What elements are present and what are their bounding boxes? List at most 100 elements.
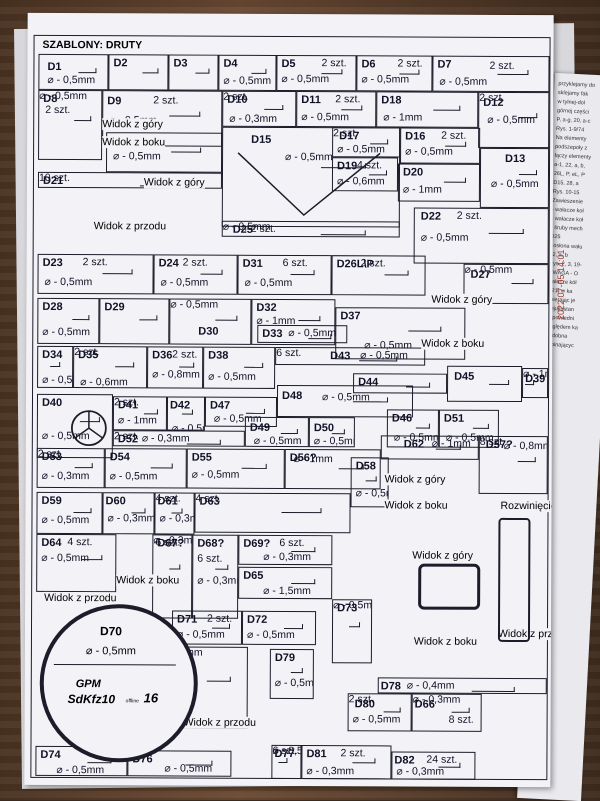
d46-label: D46: [392, 412, 412, 424]
d25-wire-shape: [321, 230, 367, 235]
d79-label: D79: [275, 652, 295, 664]
d66-wire-shape: [451, 708, 470, 713]
d81-label: D81: [306, 748, 326, 760]
d17-wire-shape: [371, 139, 389, 144]
right-page-line: Zawieszenie: [552, 198, 600, 207]
d73-view-front: Widok z przodu: [184, 717, 256, 729]
d41-diameter: ⌀ - 1mm: [118, 415, 157, 427]
d14-diameter: ⌀ - 0,5mm: [113, 151, 161, 163]
d50-wire-shape: [332, 429, 345, 434]
template-d62: D62⌀ - 1mm: [381, 435, 479, 459]
d8-quantity: 2 szt.: [45, 105, 70, 117]
d13-wire-shape: [519, 170, 537, 175]
d51-label: D51: [444, 413, 464, 425]
d43-label: D43: [330, 350, 350, 362]
template-d73: D73⌀ - 0,5mm: [332, 599, 372, 663]
right-page-line: w tylnej-dol: [557, 99, 600, 108]
d68-wire-shape: [215, 565, 228, 570]
d13-view-front: Widok z przodu: [94, 220, 166, 232]
d20-wire-shape: [444, 178, 466, 183]
right-page-line: Rys. 1-9/74: [556, 126, 600, 135]
d54-wire-shape: [151, 463, 173, 468]
d2-wire-shape: [142, 68, 158, 73]
d78-diameter: ⌀ - 0,4mm: [407, 681, 455, 693]
d68-diameter: ⌀ - 0,3mm: [197, 576, 238, 588]
template-d68: D68? 6 szt. ⌀ - 0,3mm: [192, 535, 238, 619]
model-name: SdKfz10: [68, 692, 115, 706]
d26lp-wire-shape: [384, 270, 409, 275]
date-stamp: 2022 07-05 14:01: [556, 249, 566, 320]
d66-quantity: 8 szt.: [449, 715, 474, 727]
d36-label: D36: [152, 349, 172, 361]
d22-diameter: ⌀ - 0,5mm: [421, 233, 469, 245]
d23-wire-shape: [102, 269, 132, 274]
d55-diameter: ⌀ - 0,5mm: [192, 470, 240, 482]
d2-label: D2: [113, 57, 127, 69]
d6-label: D6: [361, 58, 375, 70]
d47-wire-shape: [246, 408, 265, 413]
d63-wire-shape: [281, 508, 321, 513]
right-page-line: sklejamy fak: [558, 90, 600, 99]
template-d69: D69?6 szt.⌀ - 0,3mm: [238, 535, 332, 565]
d46-wire-shape: [416, 424, 430, 429]
model-suffix: offline: [126, 698, 139, 704]
d35-wire-shape: [115, 362, 135, 367]
d35-quantity: 2 szt.: [74, 347, 99, 359]
right-page-line: Podobna: [545, 333, 600, 342]
d37-label: D37: [340, 310, 360, 322]
d22-wire-shape: [489, 228, 524, 233]
d49-diameter: ⌀ - 0,5mm: [254, 436, 302, 447]
d18-diameter: ⌀ - 1mm: [383, 112, 422, 124]
d81-diameter: ⌀ - 0,3mm: [306, 766, 354, 778]
d3-wire-shape: [195, 68, 209, 73]
d18-wire-shape: [433, 105, 460, 110]
d24-diameter: ⌀ - 0,5mm: [160, 277, 208, 289]
d1-label: D1: [47, 61, 61, 73]
template-d65: D65⌀ - 1,5mm: [238, 567, 332, 599]
d79-wire-shape: [291, 668, 303, 673]
d5-wire-shape: [321, 69, 342, 74]
d63-view-side: Widok z boku: [116, 574, 179, 586]
d28-wire-shape: [72, 315, 89, 320]
d11-diameter: ⌀ - 0,5mm: [301, 112, 349, 124]
d68-label: D68?: [197, 538, 224, 550]
d13-label: D13: [505, 153, 525, 165]
d61-view-front: Widok z przodu: [44, 592, 116, 604]
d9-quantity: 2 szt.: [153, 95, 178, 107]
template-d1: D1 ⌀ - 0,5mm: [38, 54, 108, 90]
d28-label: D28: [42, 301, 62, 313]
d53-quantity: 2 szt.: [38, 449, 63, 461]
d1-diameter: ⌀ - 0,5mm: [47, 75, 95, 87]
d16-wire-shape: [445, 141, 466, 146]
d45-wire-shape: [489, 379, 509, 384]
d65-wire-shape: [291, 579, 316, 584]
template-d13: D13 ⌀ - 0,5mm: [480, 148, 549, 208]
d50-diameter: ⌀ - 0,5mm: [314, 436, 355, 447]
right-page-line: 26L, P, eL, P: [554, 171, 600, 180]
d36-diameter: ⌀ - 0,8mm: [152, 369, 200, 381]
d17-quantity: 2 szt.: [333, 128, 358, 140]
d43-quantity: 6 szt.: [276, 348, 301, 360]
right-page-line: napinającyc: [545, 342, 600, 351]
d16-diameter: ⌀ - 0,5mm: [405, 147, 453, 159]
template-d50: D50⌀ - 0,5mm: [309, 417, 355, 447]
d62-wire-shape: [436, 445, 462, 450]
d82-diameter: ⌀ - 0,3mm: [396, 766, 444, 778]
d13-diameter: ⌀ - 0,5mm: [491, 179, 539, 191]
d68-quantity: 6 szt.: [197, 554, 222, 566]
d80-wire-shape: [384, 708, 401, 713]
d23-diameter: ⌀ - 0,5mm: [44, 277, 92, 289]
d23-label: D23: [43, 257, 63, 269]
d8-view-top: Widok z góry: [102, 118, 163, 130]
